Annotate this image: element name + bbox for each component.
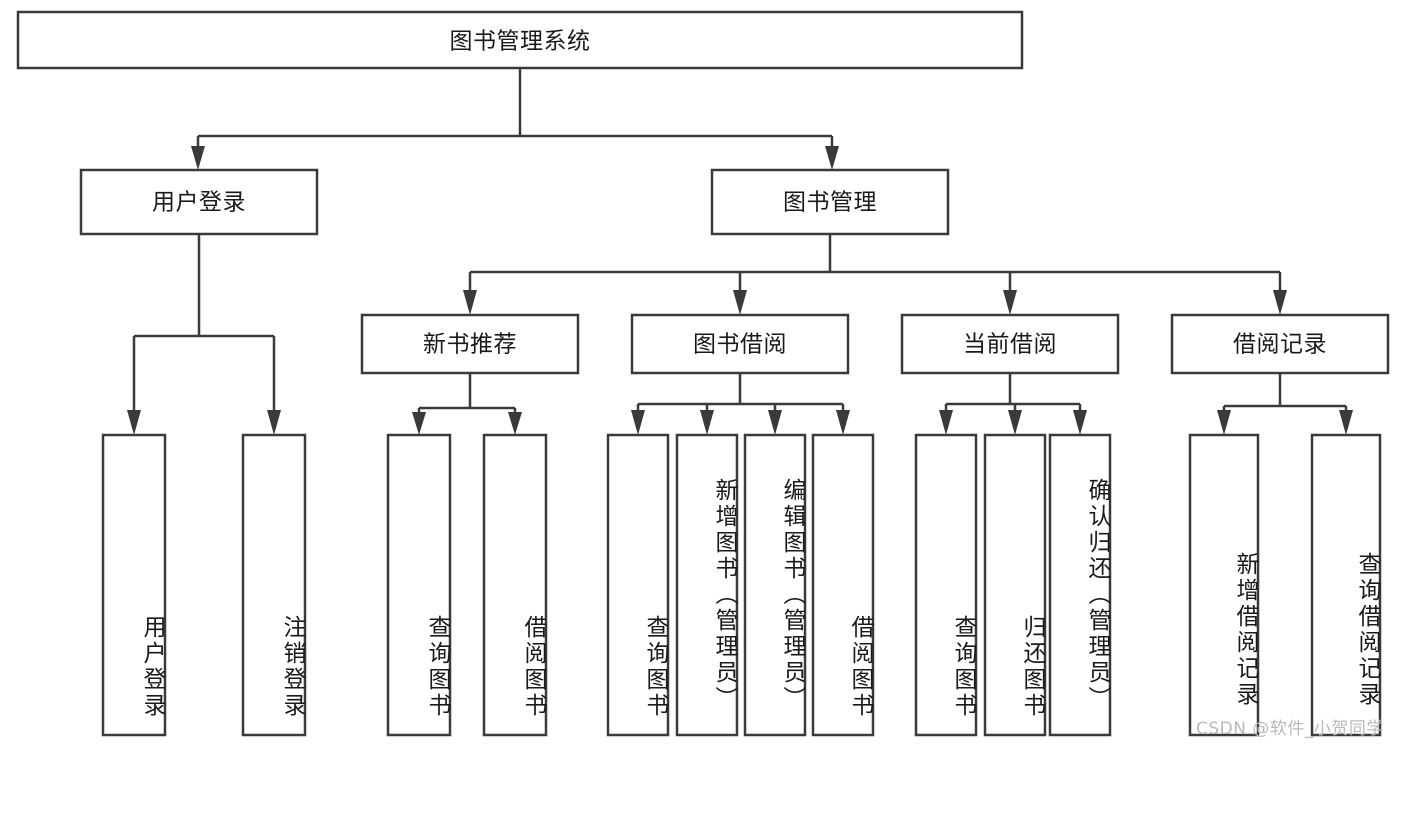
leaf-box[interactable]: [606, 433, 670, 737]
arrow-leaf: [1217, 410, 1231, 435]
leaf-box[interactable]: [743, 433, 807, 737]
arrow-leaf: [412, 412, 426, 435]
leaf-box[interactable]: [914, 433, 978, 737]
arrow-to-book-manage: [825, 146, 839, 170]
leaf-box[interactable]: [1048, 433, 1112, 737]
leaf-box[interactable]: [386, 433, 452, 737]
leaf-box[interactable]: [1310, 433, 1382, 737]
arrow-to-current-borrow: [1003, 290, 1017, 315]
node-borrow-record[interactable]: 借阅记录: [1170, 313, 1390, 375]
arrow-leaf: [1339, 410, 1353, 435]
leaf-box[interactable]: [983, 433, 1047, 737]
arrow-leaf: [768, 410, 782, 435]
arrow-leaf: [508, 412, 522, 435]
leaf-box[interactable]: [811, 433, 875, 737]
arrow-to-leaf-logout: [267, 410, 281, 435]
arrow-to-borrow-record: [1273, 290, 1287, 315]
leaf-box[interactable]: [482, 433, 548, 737]
connector-book-manage-to-level2: [463, 234, 1287, 315]
connector-user-login-to-leaves: [127, 234, 281, 435]
arrow-to-user-login: [191, 146, 205, 170]
node-new-book-recommend-label: 新书推荐: [423, 332, 517, 358]
node-root-label: 图书管理系统: [450, 29, 591, 55]
node-book-borrow[interactable]: 图书借阅: [630, 313, 850, 375]
leaf-box[interactable]: [101, 433, 167, 737]
leaf-box[interactable]: [241, 433, 307, 737]
node-new-book-recommend[interactable]: 新书推荐: [360, 313, 580, 375]
leaf-box[interactable]: [1188, 433, 1260, 737]
connector-current-borrow-to-leaves: [939, 373, 1087, 435]
node-book-manage[interactable]: 图书管理: [710, 168, 950, 236]
node-book-borrow-label: 图书借阅: [693, 332, 787, 358]
csdn-watermark: CSDN @软件_小贺同学: [1196, 719, 1384, 739]
connector-book-borrow-to-leaves: [631, 373, 850, 435]
node-book-manage-label: 图书管理: [783, 190, 877, 216]
node-borrow-record-label: 借阅记录: [1233, 332, 1327, 358]
arrow-leaf: [939, 410, 953, 435]
arrow-leaf: [700, 410, 714, 435]
connector-new-book-recommend-to-leaves: [412, 373, 522, 435]
arrow-to-new-book-recommend: [463, 290, 477, 315]
node-current-borrow-label: 当前借阅: [963, 332, 1057, 358]
node-user-login[interactable]: 用户登录: [79, 168, 319, 236]
node-root[interactable]: 图书管理系统: [16, 10, 1024, 70]
connector-root-to-level1: [191, 68, 839, 170]
arrow-leaf: [1073, 410, 1087, 435]
connector-borrow-record-to-leaves: [1217, 373, 1353, 435]
arrow-to-leaf-user-login: [127, 410, 141, 435]
tree-diagram-svg: 图书管理系统 用户登录 图书管理: [16, 10, 1390, 737]
arrow-to-book-borrow: [733, 290, 747, 315]
node-user-login-label: 用户登录: [152, 190, 246, 216]
diagram-canvas: 图书管理系统 用户登录 图书管理: [16, 10, 1390, 739]
arrow-leaf: [631, 410, 645, 435]
node-current-borrow[interactable]: 当前借阅: [900, 313, 1120, 375]
arrow-leaf: [1008, 410, 1022, 435]
arrow-leaf: [836, 410, 850, 435]
leaf-boxes: [101, 433, 1382, 737]
leaf-box[interactable]: [675, 433, 739, 737]
